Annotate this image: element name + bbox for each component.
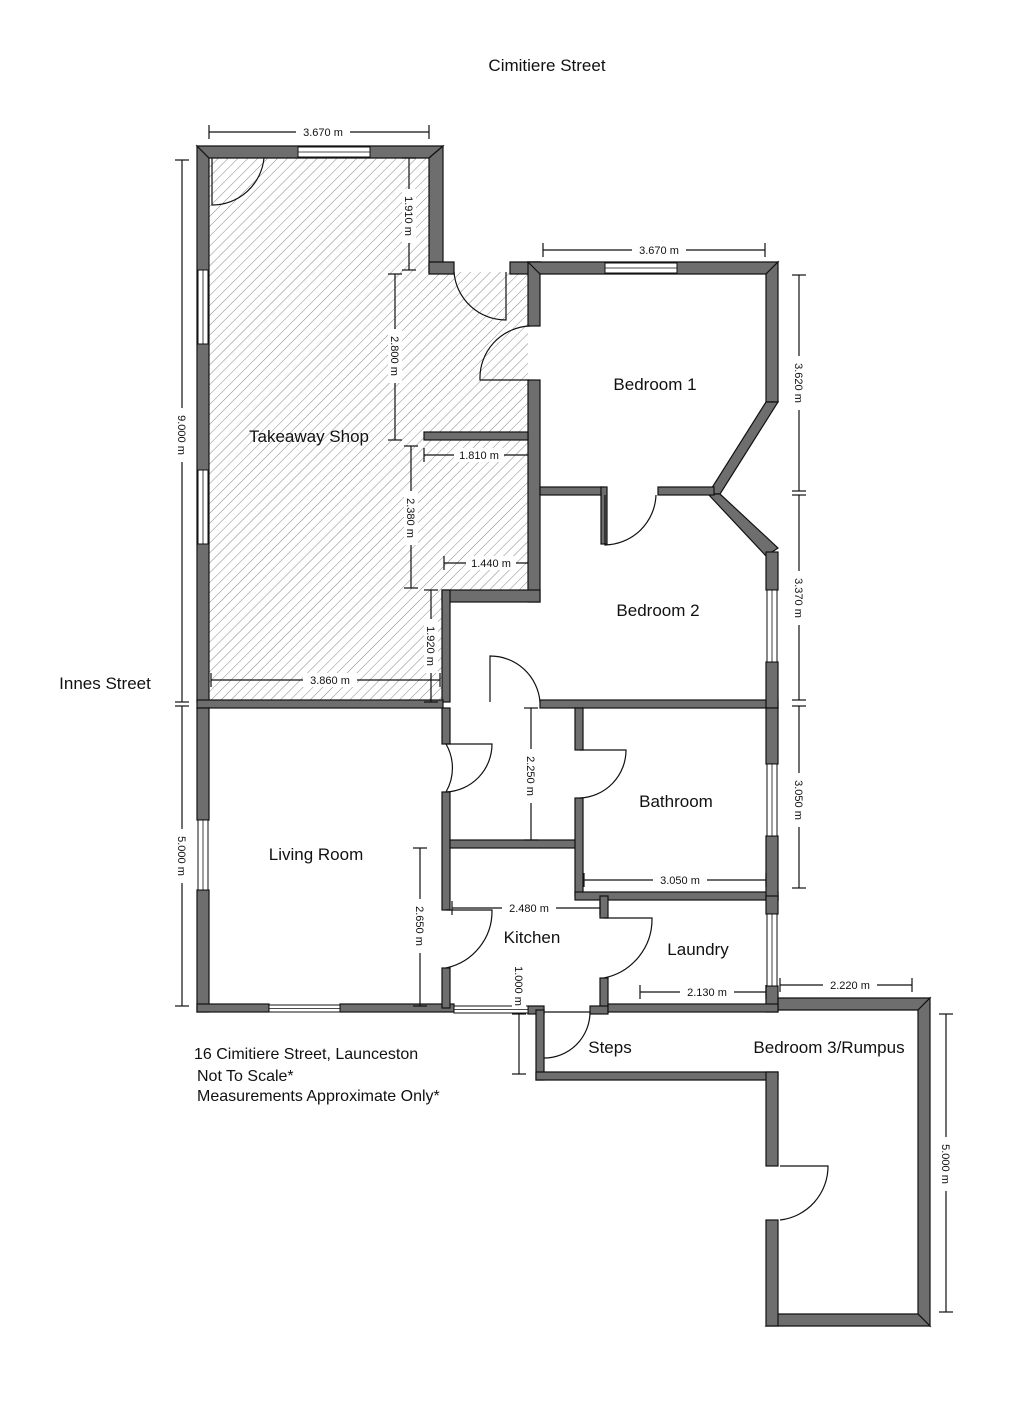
dim-overall-upper: 9.000 m (175, 415, 187, 455)
dim-shop-top-depth: 1.910 m (402, 196, 414, 236)
takeaway-shop-floor (209, 158, 528, 702)
street-label-north: Cimitiere Street (488, 56, 605, 75)
dim-steps-depth: 1.000 m (512, 966, 524, 1006)
plan-notes: 16 Cimitiere Street, Launceston Not To S… (194, 1046, 440, 1105)
room-label-steps: Steps (588, 1038, 631, 1057)
dim-shop-lower-depth: 2.380 m (404, 498, 416, 538)
dim-bed3-depth: 5.000 m (939, 1144, 951, 1184)
note-measurements: Measurements Approximate Only* (197, 1088, 440, 1105)
walls (195, 144, 932, 1328)
dim-bed1-depth: 3.620 m (792, 363, 804, 403)
note-scale: Not To Scale* (197, 1068, 294, 1085)
dim-kitchen-width: 2.480 m (509, 903, 549, 915)
dim-hall-depth: 2.250 m (524, 756, 536, 796)
dim-shop-notch-2: 1.440 m (471, 558, 511, 570)
dim-shop-notch-1: 1.810 m (459, 450, 499, 462)
dim-shop-bottom-depth: 1.920 m (424, 626, 436, 666)
dim-shop-mid-depth: 2.800 m (388, 336, 400, 376)
doors (211, 157, 829, 1221)
room-label-kitchen: Kitchen (504, 928, 561, 947)
dim-bath-width: 3.050 m (660, 875, 700, 887)
dim-bed2-depth: 3.370 m (792, 578, 804, 618)
room-label-takeaway: Takeaway Shop (249, 427, 369, 446)
room-labels: Takeaway Shop Bedroom 1 Bedroom 2 Living… (249, 375, 905, 1057)
dim-bed3-width: 2.220 m (830, 980, 870, 992)
dim-living-depth: 2.650 m (413, 906, 425, 946)
windows (197, 146, 778, 1014)
dim-overall-lower: 5.000 m (175, 836, 187, 876)
dim-shop-top-width: 3.670 m (303, 127, 343, 139)
note-address: 16 Cimitiere Street, Launceston (194, 1046, 418, 1063)
room-label-bathroom: Bathroom (639, 792, 713, 811)
dim-shop-bottom-width: 3.860 m (310, 675, 350, 687)
dimension-labels: 3.670 m 3.670 m 1.810 m 1.440 m 3.860 m … (175, 125, 953, 1191)
dim-bed1-width: 3.670 m (639, 245, 679, 257)
room-label-laundry: Laundry (667, 940, 729, 959)
room-label-bedroom-1: Bedroom 1 (613, 375, 696, 394)
street-label-west: Innes Street (59, 674, 151, 693)
room-label-bedroom-3: Bedroom 3/Rumpus (753, 1038, 904, 1057)
dim-bath-depth-right: 3.050 m (792, 780, 804, 820)
room-label-bedroom-2: Bedroom 2 (616, 601, 699, 620)
dim-laundry-width: 2.130 m (687, 987, 727, 999)
room-label-living-room: Living Room (269, 845, 364, 864)
